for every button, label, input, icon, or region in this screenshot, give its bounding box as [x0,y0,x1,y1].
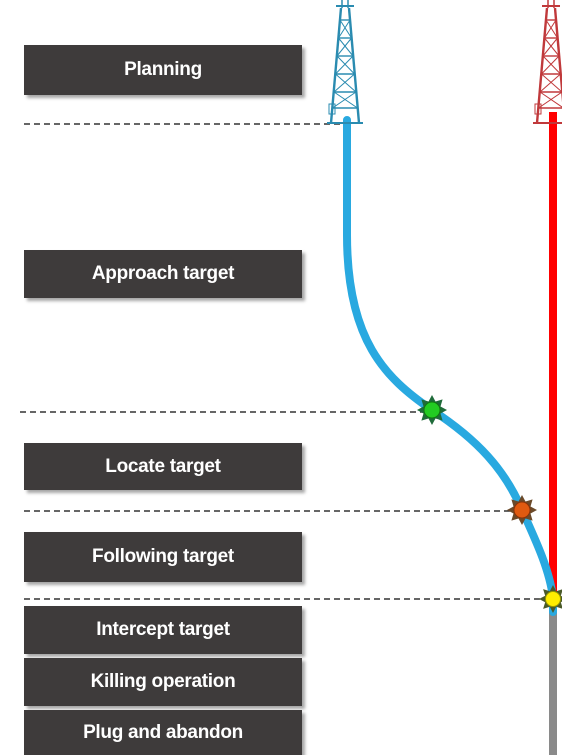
relief-well-trajectory [343,116,557,616]
intercept-marker-icon [539,585,562,613]
stage-intercept-target: Intercept target [24,606,302,654]
stage-approach-target: Approach target [24,250,302,298]
stage-following-target: Following target [24,532,302,582]
target-rig-icon [531,0,562,125]
stage-locate-target: Locate target [24,443,302,490]
stage-killing-operation: Killing operation [24,658,302,706]
stage-planning: Planning [24,45,302,95]
stage-plug-and-abandon: Plug and abandon [24,710,302,755]
following-target-marker-icon [507,495,537,525]
locate-target-marker-icon [417,395,447,425]
relief-rig-icon [325,0,365,125]
